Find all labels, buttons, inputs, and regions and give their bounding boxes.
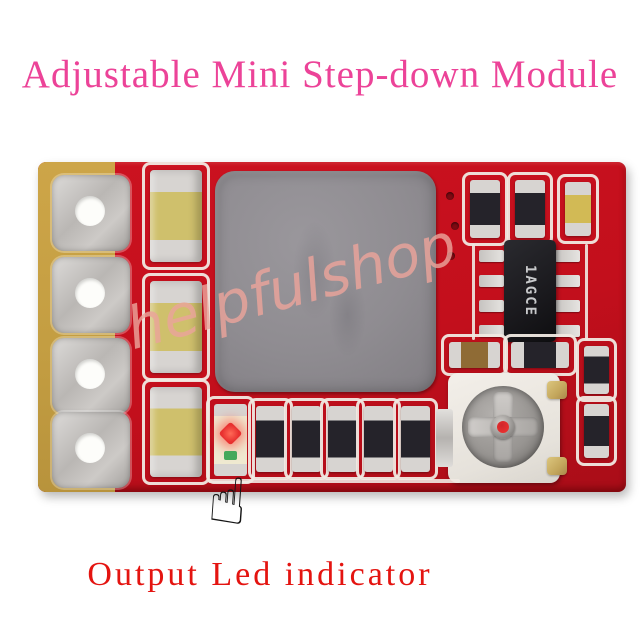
power-inductor [215, 171, 436, 392]
ic-pin [479, 250, 504, 262]
smd-capacitor [557, 174, 599, 244]
solder-pad [52, 338, 130, 414]
smd-resistor [356, 398, 401, 480]
smd-resistor [576, 338, 617, 402]
smd-resistor [248, 398, 293, 480]
solder-pad [52, 412, 130, 488]
smd-resistor [576, 396, 617, 466]
via-hole [446, 192, 454, 200]
pot-solder-tab [547, 381, 567, 399]
smd-resistor [462, 172, 508, 246]
ic-pin [555, 250, 580, 262]
ic-pin [479, 275, 504, 287]
solder-pad [52, 175, 130, 251]
pointing-hand-icon: ☝ [205, 463, 250, 541]
led-red-glow [218, 421, 243, 446]
ic-pin [555, 300, 580, 312]
smd-resistor [507, 172, 553, 246]
smd-resistor [393, 398, 438, 480]
ic-marking: 1AGCE [522, 264, 538, 318]
smd-resistor [284, 398, 329, 480]
ic-pin [555, 275, 580, 287]
yellow-capacitor [142, 273, 210, 381]
via-hole [447, 252, 455, 260]
regulator-ic-chip: 1AGCE [504, 240, 556, 342]
solder-pad [52, 257, 130, 333]
yellow-capacitor [142, 162, 210, 270]
pcb-board: 1AGCE [38, 162, 626, 492]
pot-adjust-wheel [462, 386, 544, 468]
led-green-spot [224, 451, 237, 460]
ic-pin [479, 300, 504, 312]
page-title: Adjustable Mini Step-down Module [21, 53, 619, 96]
smd-resistor [320, 398, 365, 480]
yellow-capacitor [142, 379, 210, 485]
pot-center-dot [491, 415, 515, 439]
smd-resistor [503, 334, 577, 376]
smd-capacitor [441, 334, 508, 376]
silkscreen-line [208, 479, 460, 483]
silkscreen-line [472, 244, 475, 340]
trim-potentiometer [448, 373, 567, 483]
silkscreen-line [585, 244, 588, 340]
pot-solder-tab [547, 457, 567, 475]
solder-pad-small [436, 409, 453, 467]
caption-output-led-indicator: Output Led indicator [87, 556, 433, 593]
via-hole [451, 222, 459, 230]
